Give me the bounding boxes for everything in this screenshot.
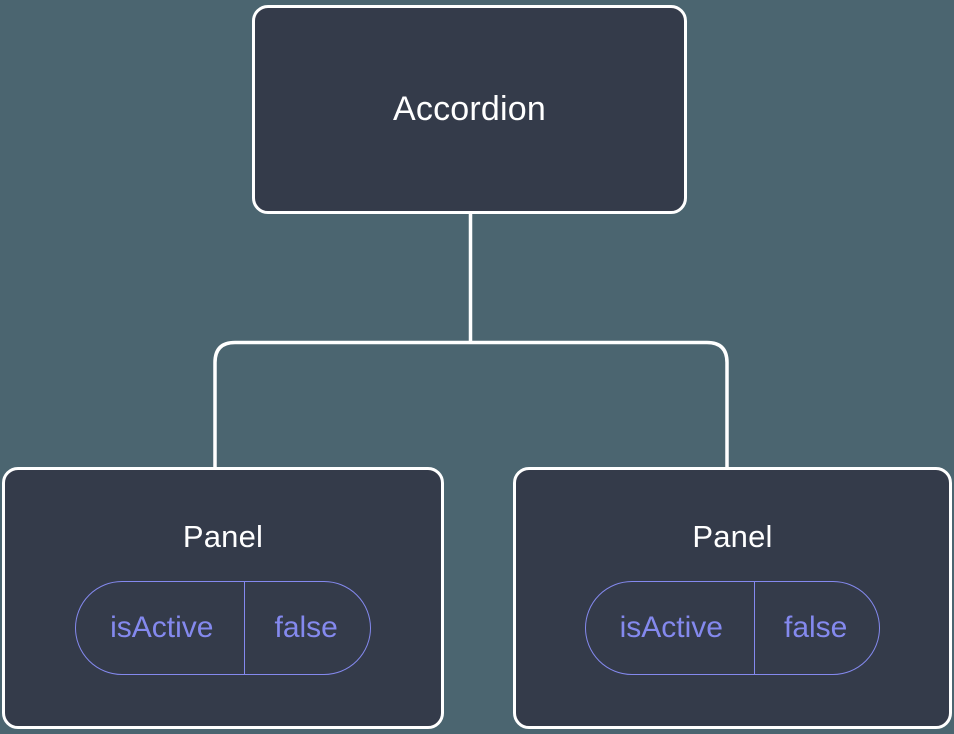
- node-panel-left[interactable]: Panel isActive false: [2, 467, 444, 729]
- prop-key-label: isActive: [619, 611, 723, 645]
- node-accordion-title: Accordion: [393, 89, 546, 128]
- node-panel-right-title: Panel: [692, 519, 773, 554]
- prop-key-label: isActive: [110, 611, 214, 645]
- prop-badge-isactive-right[interactable]: isActive false: [584, 581, 881, 676]
- node-panel-left-title: Panel: [182, 519, 264, 554]
- node-panel-right[interactable]: Panel isActive false: [513, 467, 952, 729]
- prop-badge-isactive-left[interactable]: isActive false: [75, 581, 371, 676]
- edge-root-to-panel-left: [213, 340, 471, 470]
- prop-value-label: false: [753, 582, 879, 675]
- node-accordion[interactable]: Accordion: [252, 5, 687, 214]
- prop-value-label: false: [244, 582, 369, 675]
- edge-root-to-panel-right: [470, 340, 729, 470]
